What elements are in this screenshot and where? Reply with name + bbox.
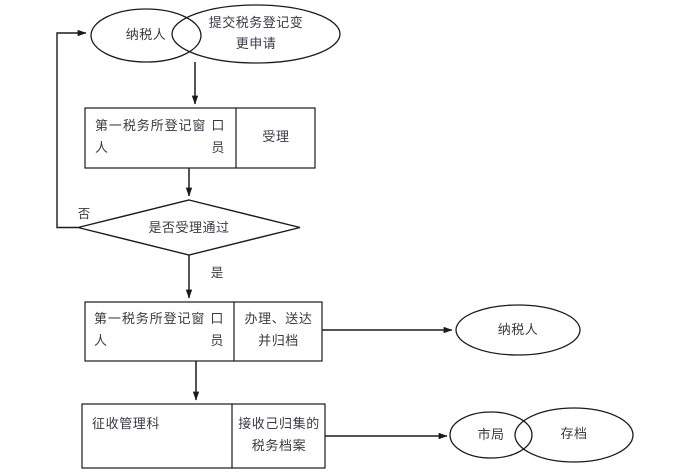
node-city-bureau-shape	[449, 411, 533, 459]
node-box-2-outline	[84, 301, 323, 362]
node-taxpayer-end-shape	[455, 304, 581, 356]
node-archive-store-label: 存档	[560, 427, 588, 442]
node-receive-archive-label: 接收己归集的 税务档案	[238, 417, 320, 454]
node-taxpayer-end-label: 纳税人	[497, 323, 539, 338]
node-submit-request-shape	[171, 4, 341, 64]
node-box-1-outline	[84, 107, 316, 169]
node-accept-action-label: 受理	[262, 130, 290, 145]
node-taxpayer-start-label: 纳税人	[125, 28, 167, 43]
edge-decision-no-loop-to-start	[56, 29, 87, 229]
node-taxpayer-start-shape	[90, 8, 202, 63]
node-collection-dept-label: 征收管理科	[92, 417, 161, 432]
node-office-staff-1-label: 第一税务所登记窗 口人员	[95, 119, 225, 156]
node-office-staff-2-label: 第一税务所登记窗 口人员	[94, 312, 224, 349]
edge-label-no: 否	[77, 206, 91, 221]
node-decision-label: 是否受理通过	[148, 221, 230, 236]
node-process-deliver-file-label: 办理、送达 并归档	[244, 312, 313, 349]
node-submit-request-label: 提交税务登记变 更申请	[208, 16, 304, 52]
edge-label-yes: 是	[210, 265, 224, 280]
node-archive-store-shape	[514, 407, 634, 463]
node-city-bureau-label: 市局	[477, 428, 505, 443]
